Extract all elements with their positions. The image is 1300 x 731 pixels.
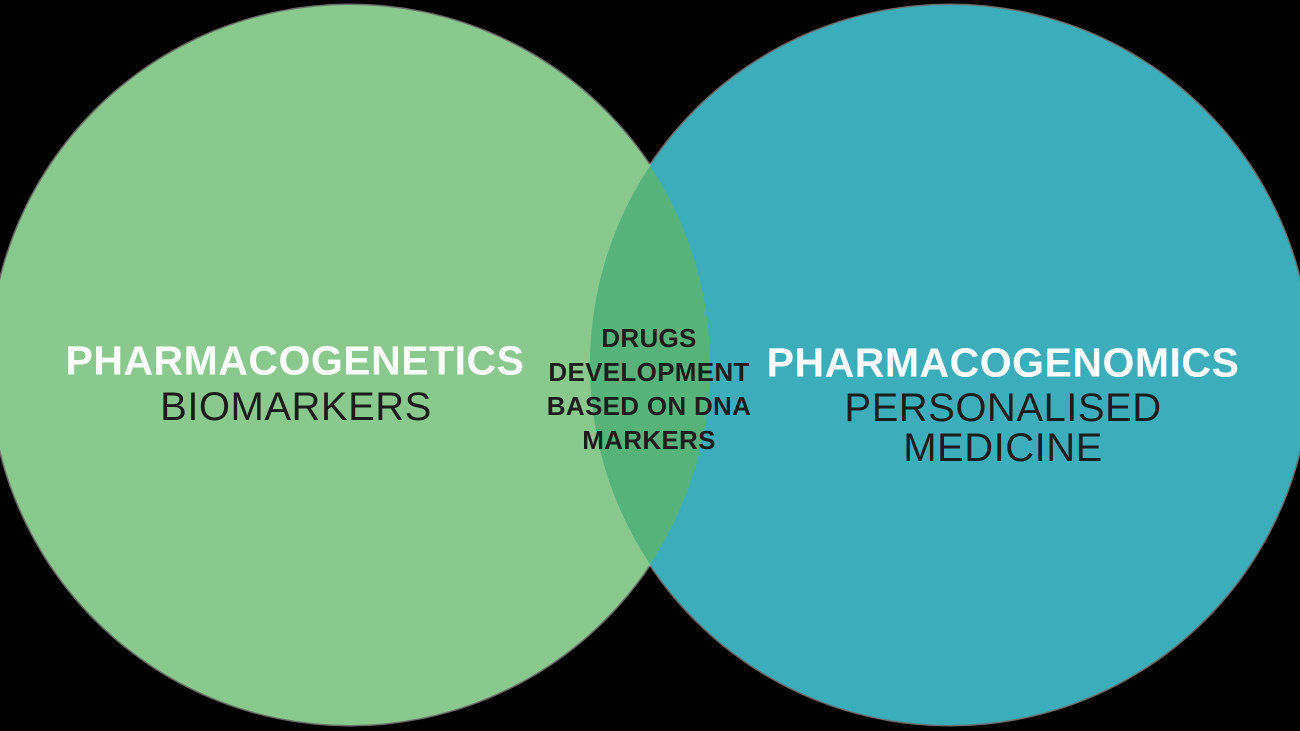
left-circle-subtitle: BIOMARKERS [160, 385, 432, 429]
overlap-label: DRUGS DEVELOPMENT BASED ON DNA MARKERS [547, 321, 751, 457]
overlap-line-2: DEVELOPMENT [548, 357, 750, 387]
left-circle-title: PHARMACOGENETICS [65, 337, 525, 384]
pharmacogenetics-circle [0, 5, 710, 725]
overlap-line-3: BASED ON DNA [546, 391, 752, 421]
right-subtitle-line-2: MEDICINE [903, 426, 1103, 470]
right-circle-title: PHARMACOGENOMICS [766, 339, 1240, 386]
overlap-line-1: DRUGS [601, 323, 697, 353]
right-subtitle-line-1: PERSONALISED [844, 386, 1162, 430]
overlap-line-4: MARKERS [582, 425, 716, 455]
pharmacogenomics-circle [590, 5, 1300, 725]
right-circle-subtitle: PERSONALISED MEDICINE [844, 388, 1161, 468]
